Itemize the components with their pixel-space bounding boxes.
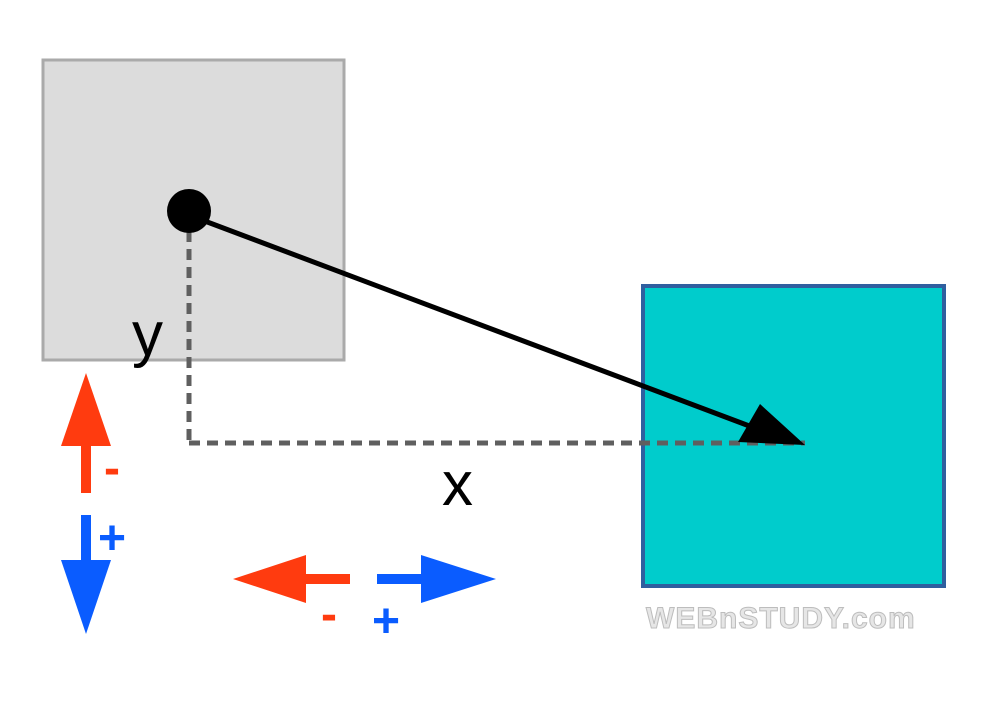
up-arrow-shaft [81,430,91,493]
vertical-direction-legend: - + [61,373,126,634]
up-arrow-head [61,373,111,446]
translation-vector [201,217,761,433]
horizontal-direction-legend: - + [233,555,496,648]
translation-vector-arrowhead [738,404,805,445]
x-axis-label: x [442,450,473,519]
vertical-negative-sign: - [104,442,120,495]
watermark: WEBnSTUDY.com [646,602,916,635]
down-arrow-shaft [81,515,91,575]
vertical-positive-sign: + [98,512,126,565]
horizontal-positive-sign: + [372,595,400,648]
right-arrow-head [421,555,496,603]
horizontal-negative-sign: - [321,588,337,641]
left-arrow-head [233,555,306,603]
right-arrow-shaft [377,574,427,584]
down-arrow-head [61,560,111,634]
origin-point [167,189,211,233]
y-axis-label: y [132,300,163,369]
left-arrow-shaft [300,574,350,584]
